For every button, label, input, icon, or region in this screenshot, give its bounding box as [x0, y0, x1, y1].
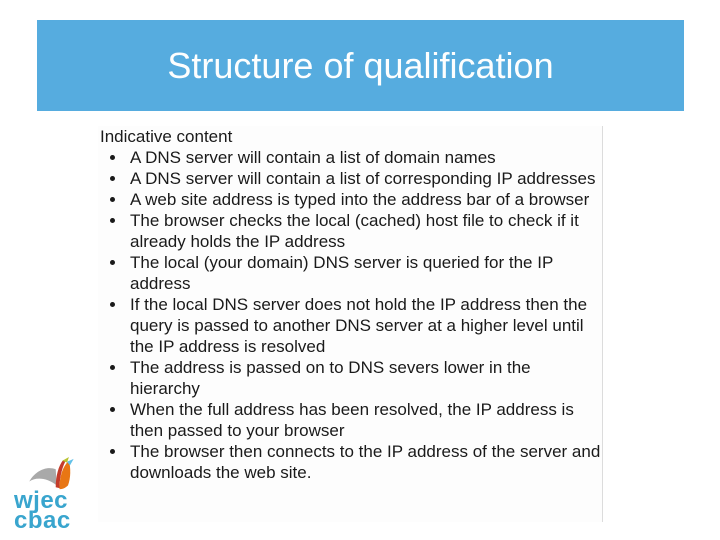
- list-item: A web site address is typed into the add…: [98, 189, 602, 210]
- list-item: A DNS server will contain a list of doma…: [98, 147, 602, 168]
- content-heading: Indicative content: [100, 127, 233, 146]
- bullet-icon: [110, 197, 115, 202]
- bullet-text: A DNS server will contain a list of doma…: [130, 148, 496, 167]
- list-item: The browser checks the local (cached) ho…: [98, 210, 602, 252]
- list-item: The address is passed on to DNS severs l…: [98, 357, 602, 399]
- bullet-icon: [110, 407, 115, 412]
- wjec-cbac-logo: wjec cbac: [14, 457, 104, 534]
- bullet-icon: [110, 176, 115, 181]
- list-item: The local (your domain) DNS server is qu…: [98, 252, 602, 294]
- bullet-icon: [110, 260, 115, 265]
- bullet-text: A DNS server will contain a list of corr…: [130, 169, 596, 188]
- bullet-text: The browser checks the local (cached) ho…: [130, 211, 579, 251]
- list-item: When the full address has been resolved,…: [98, 399, 602, 441]
- page-title: Structure of qualification: [167, 44, 554, 86]
- list-item: If the local DNS server does not hold th…: [98, 294, 602, 357]
- bullet-text: A web site address is typed into the add…: [130, 190, 590, 209]
- list-item: The browser then connects to the IP addr…: [98, 441, 602, 483]
- logo-text-cbac: cbac: [14, 507, 71, 534]
- bullet-icon: [110, 365, 115, 370]
- bullet-text: The local (your domain) DNS server is qu…: [130, 253, 553, 293]
- bullet-icon: [110, 218, 115, 223]
- bullet-text: The browser then connects to the IP addr…: [130, 442, 601, 482]
- bullet-text: If the local DNS server does not hold th…: [130, 295, 588, 356]
- bullet-text: When the full address has been resolved,…: [130, 400, 574, 440]
- bullet-text: The address is passed on to DNS severs l…: [130, 358, 531, 398]
- list-item: A DNS server will contain a list of corr…: [98, 168, 602, 189]
- bullet-list: A DNS server will contain a list of doma…: [98, 147, 602, 483]
- indicative-content-panel: Indicative content A DNS server will con…: [98, 126, 603, 522]
- logo-text-wjec: wjec: [14, 487, 69, 514]
- slide-title-bar: Structure of qualification: [37, 20, 684, 111]
- bullet-icon: [110, 449, 115, 454]
- bullet-icon: [110, 155, 115, 160]
- open-book-logo-icon: [29, 457, 74, 490]
- bullet-icon: [110, 302, 115, 307]
